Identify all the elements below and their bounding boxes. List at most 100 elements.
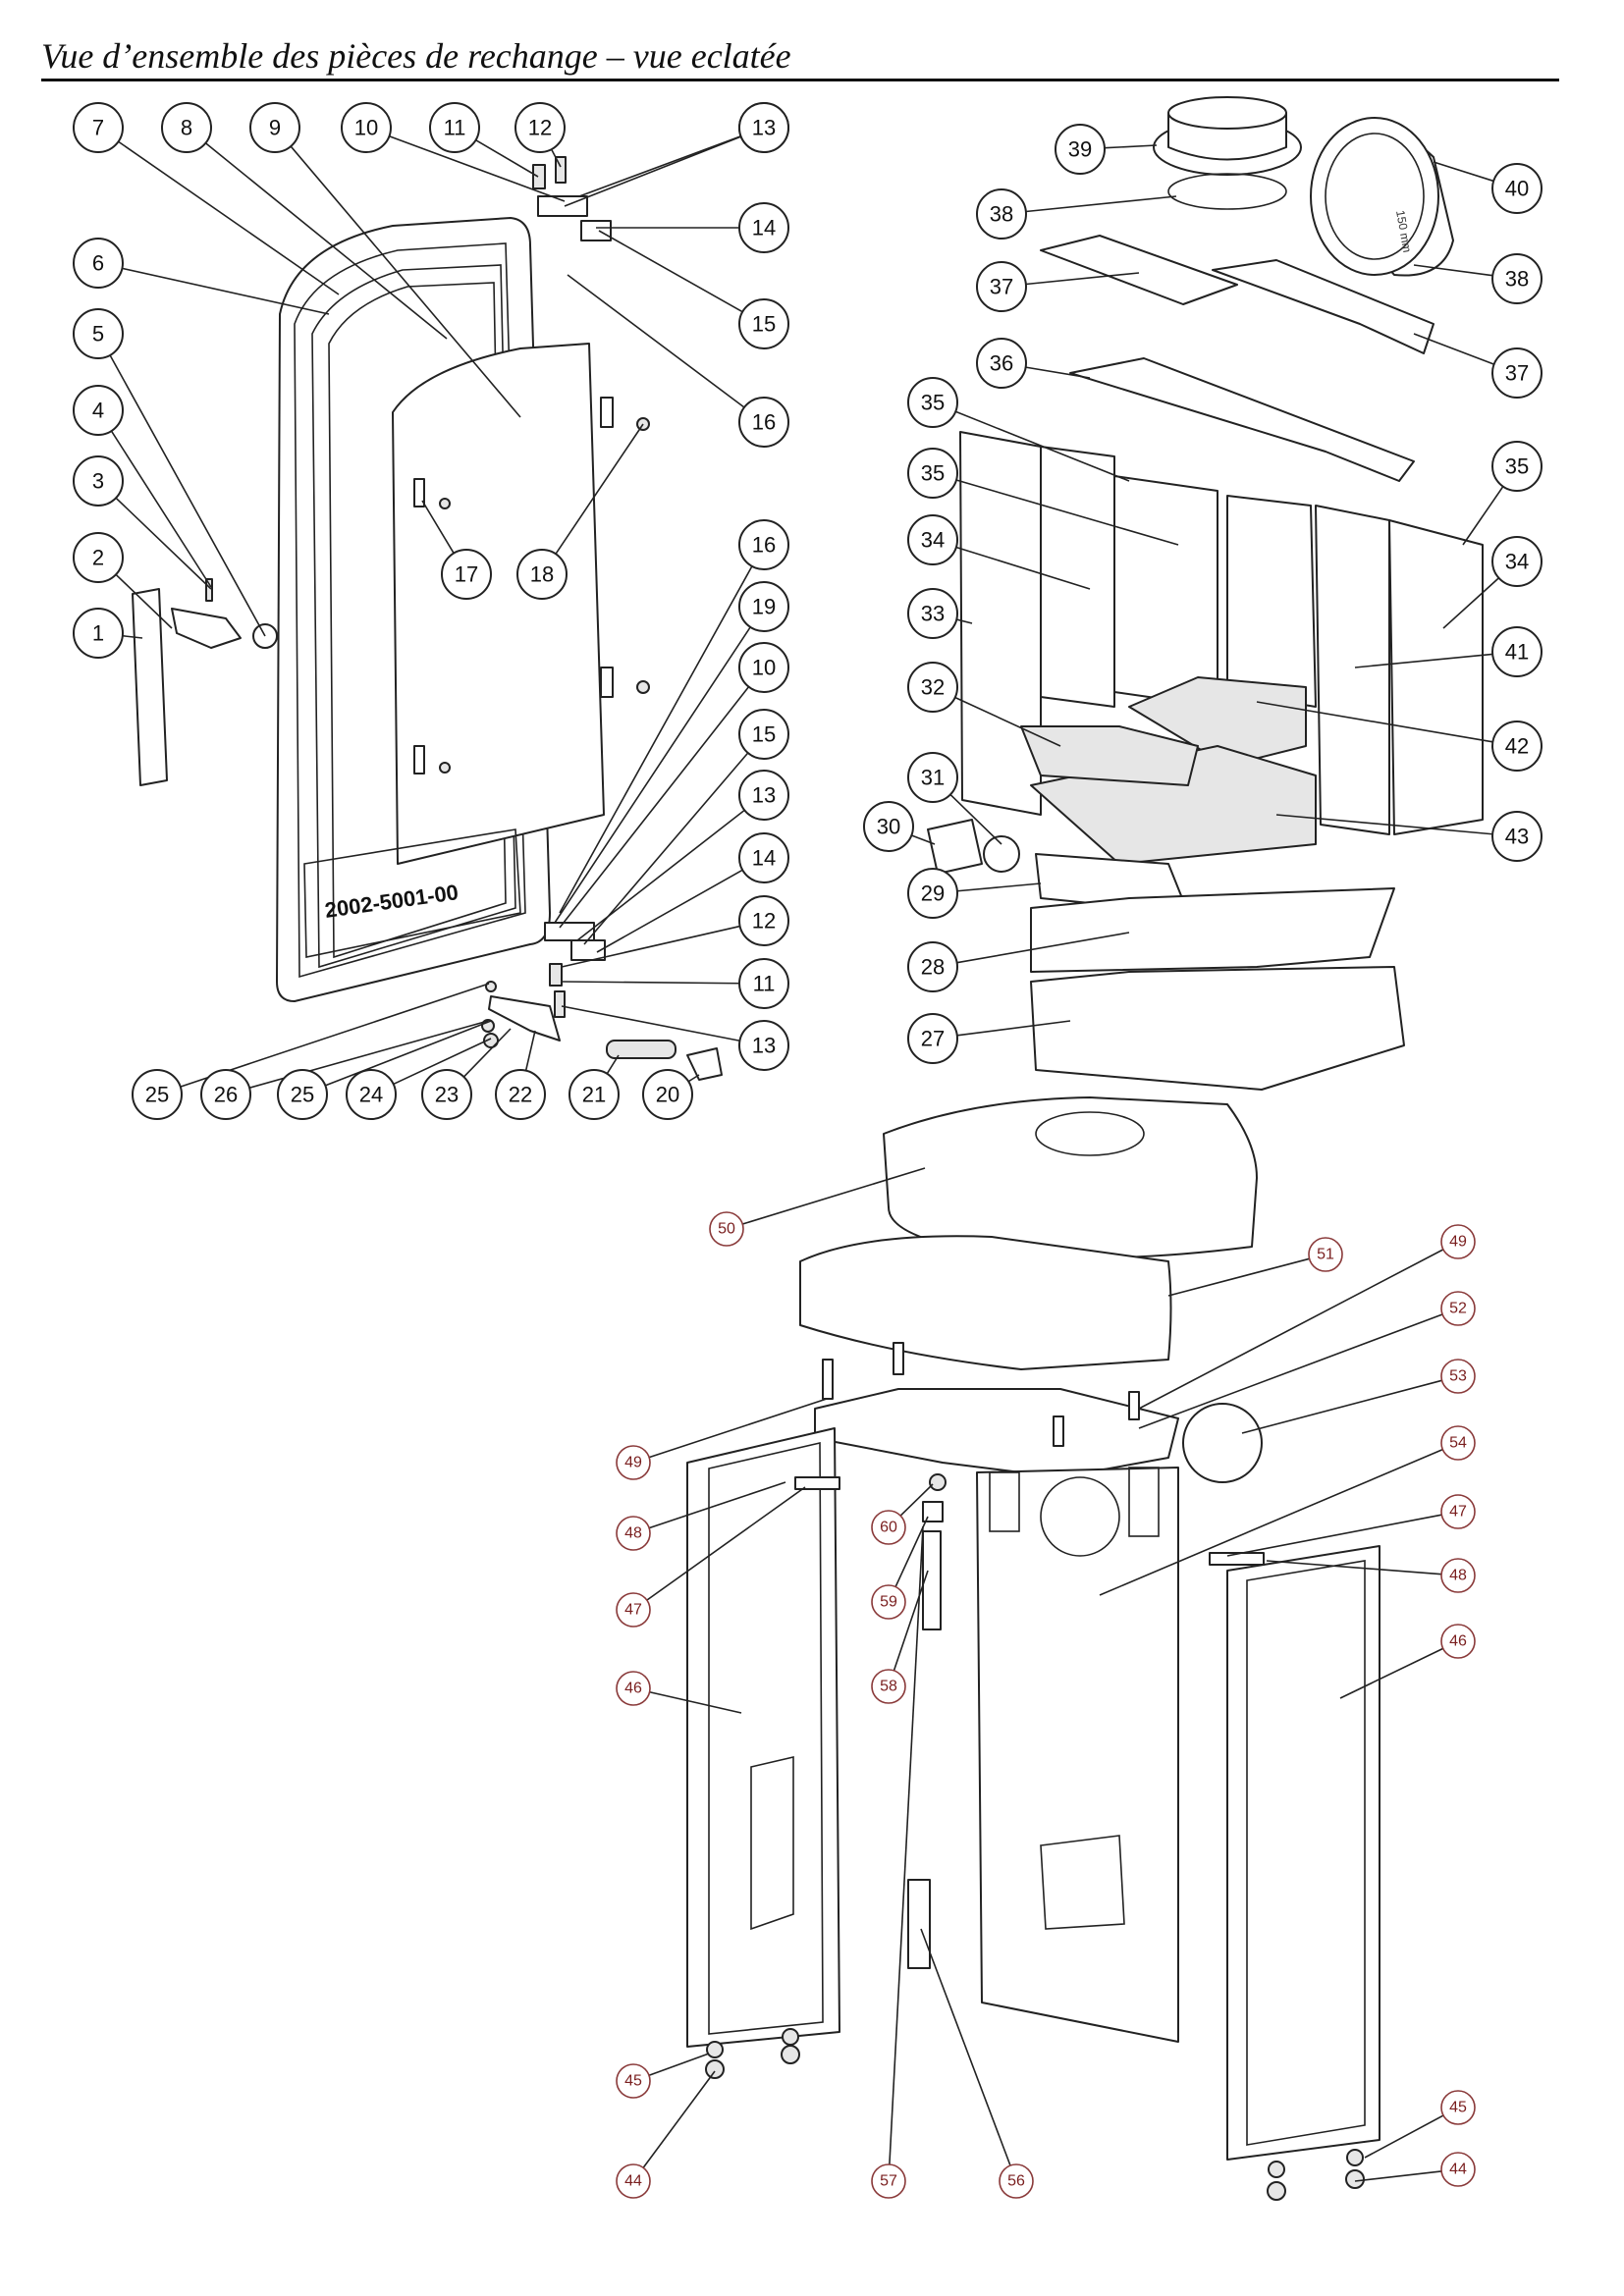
casing-callout-49: 49: [616, 1445, 651, 1480]
callout-circle: [514, 102, 566, 153]
callout-number: 2: [92, 546, 104, 570]
callout-number: 13: [752, 1034, 776, 1058]
callout-circle: [616, 1445, 651, 1480]
callout-number: 47: [1449, 1504, 1467, 1521]
casing-callout-47: 47: [1440, 1494, 1476, 1529]
callout-circle: [1440, 1359, 1476, 1394]
top-hinge-block: [580, 220, 612, 241]
page-title: Vue d’ensemble des pièces de rechange – …: [41, 36, 791, 76]
callout-circle: [1440, 1624, 1476, 1659]
callout-number: 25: [291, 1083, 314, 1107]
leader-12: [550, 148, 562, 168]
callout-number: 28: [921, 955, 945, 980]
callout-number: 15: [752, 722, 776, 747]
leader-49: [1138, 1249, 1444, 1410]
callout-number: 38: [1505, 267, 1529, 292]
callout-circle: [738, 770, 789, 821]
callout-number: 22: [509, 1083, 532, 1107]
rear-flue-collar: [1310, 117, 1439, 276]
leader-47: [646, 1486, 806, 1601]
callout-number: 21: [582, 1083, 606, 1107]
door-glass: [392, 343, 605, 865]
flue-gasket: [1167, 173, 1287, 210]
door-callout-25: 25: [132, 1069, 183, 1120]
side-panel-right: [1226, 1545, 1380, 2161]
door-callout-2: 2: [73, 532, 124, 583]
callout-number: 20: [656, 1083, 679, 1107]
callout-number: 45: [1449, 2100, 1467, 2116]
leader-40: [1433, 161, 1494, 183]
leader-43: [1275, 814, 1493, 835]
spring: [606, 1040, 677, 1059]
brick-35-back-right: [1226, 495, 1317, 708]
studs-49d: [1128, 1391, 1140, 1420]
leader-25: [324, 1020, 492, 1087]
casing-callout-57: 57: [871, 2163, 906, 2199]
leader-30: [911, 834, 936, 845]
callout-number: 11: [753, 972, 776, 996]
casing-assembly: [686, 1096, 1380, 2201]
callout-circle: [907, 662, 958, 713]
leader-15: [583, 752, 749, 945]
callout-number: 4: [92, 399, 104, 423]
casing-callout-50: 50: [709, 1211, 744, 1247]
rear-panel-54: [976, 1467, 1179, 2043]
callout-circle: [1440, 2090, 1476, 2125]
leader-41: [1354, 653, 1493, 668]
door-callout-8: 8: [161, 102, 212, 153]
deflector-32: [1020, 725, 1199, 786]
callout-circle: [976, 338, 1027, 389]
bottom-hinge-pin: [549, 963, 563, 987]
part-58: [922, 1530, 942, 1630]
leader-17: [421, 500, 455, 554]
leader-10: [389, 134, 566, 202]
callout-number: 8: [181, 116, 192, 140]
leader-35: [955, 479, 1179, 546]
callout-circle: [976, 188, 1027, 240]
leader-54: [1099, 1448, 1443, 1596]
part-60: [929, 1473, 947, 1491]
callout-circle: [1440, 1291, 1476, 1326]
air-ring-31: [983, 835, 1020, 873]
callout-number: 14: [752, 846, 776, 871]
side-panel-left-vent: [750, 1755, 794, 1931]
callout-number: 35: [1505, 454, 1529, 479]
leader-50: [742, 1167, 926, 1225]
callout-number: 27: [921, 1027, 945, 1051]
callout-circle: [1440, 2152, 1476, 2187]
casing-callout-60: 60: [871, 1510, 906, 1545]
casing-callout-45: 45: [616, 2063, 651, 2099]
callout-circle: [1440, 1494, 1476, 1529]
door-callout-19: 19: [738, 581, 789, 632]
leader-3: [115, 497, 212, 590]
callout-number: 48: [1449, 1568, 1467, 1584]
door-callout-10: 10: [738, 642, 789, 693]
leader-45: [1364, 2114, 1444, 2159]
firebox-assembly: 150 mm: [927, 96, 1484, 1091]
door-callout-15: 15: [738, 298, 789, 349]
firebox-callout-30: 30: [863, 801, 914, 852]
top-cover-50: [883, 1096, 1258, 1259]
foot-nut-right-a: [1267, 2181, 1286, 2201]
leader-48: [1266, 1560, 1442, 1575]
top-hinge-pin: [532, 164, 546, 189]
leader-29: [956, 882, 1042, 892]
callout-circle: [976, 261, 1027, 312]
door-callout-4: 4: [73, 385, 124, 436]
callout-number: 59: [880, 1594, 897, 1611]
firebox-callout-43: 43: [1491, 811, 1543, 862]
callout-circle: [616, 1671, 651, 1706]
callout-number: 42: [1505, 734, 1529, 759]
callout-number: 11: [444, 116, 466, 140]
callout-circle: [907, 514, 958, 565]
leader-12: [561, 925, 740, 968]
firebox-callout-34: 34: [907, 514, 958, 565]
top-hinge-plate: [537, 195, 588, 217]
firebox-callout-29: 29: [907, 868, 958, 919]
callout-circle: [907, 1013, 958, 1064]
door-callout-14: 14: [738, 832, 789, 883]
callout-circle: [161, 102, 212, 153]
casing-callout-56: 56: [999, 2163, 1034, 2199]
door-callout-18: 18: [516, 549, 568, 600]
